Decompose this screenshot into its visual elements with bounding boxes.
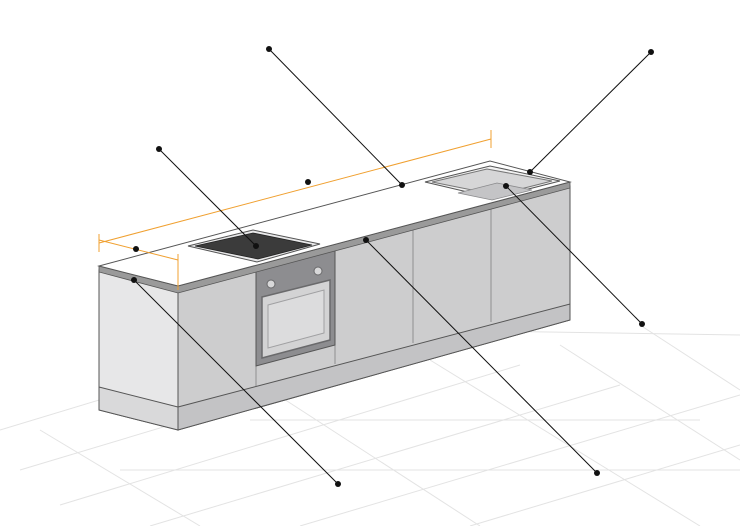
oven (255, 249, 336, 367)
dimension-dot (305, 179, 311, 185)
leader-dot (594, 470, 600, 476)
leader-dot (266, 46, 272, 52)
leader-dot (639, 321, 645, 327)
leader-dot (503, 183, 509, 189)
callout-countertop (268, 48, 403, 186)
oven-knob (266, 279, 276, 289)
leader-dot (253, 243, 259, 249)
callout-worktop-front (365, 239, 598, 474)
callout-sink-rim (529, 51, 652, 173)
callout-end-panel (133, 279, 339, 485)
callout-sink-basin (505, 185, 643, 325)
leader-dots (131, 46, 654, 487)
countertop (97, 160, 572, 287)
oven-knob (313, 266, 323, 276)
leader-dot (335, 481, 341, 487)
length-dimension (98, 130, 492, 252)
leader-dot (527, 169, 533, 175)
leader-lines (133, 48, 652, 485)
leader-dot (156, 146, 162, 152)
leader-dot (363, 237, 369, 243)
floor-grid (0, 324, 740, 526)
dimension-dot (133, 246, 139, 252)
callout-hob (158, 148, 257, 247)
sink (424, 165, 561, 201)
plinth (177, 303, 571, 431)
leader-dot (131, 277, 137, 283)
leader-dot (648, 49, 654, 55)
leader-dot (399, 182, 405, 188)
